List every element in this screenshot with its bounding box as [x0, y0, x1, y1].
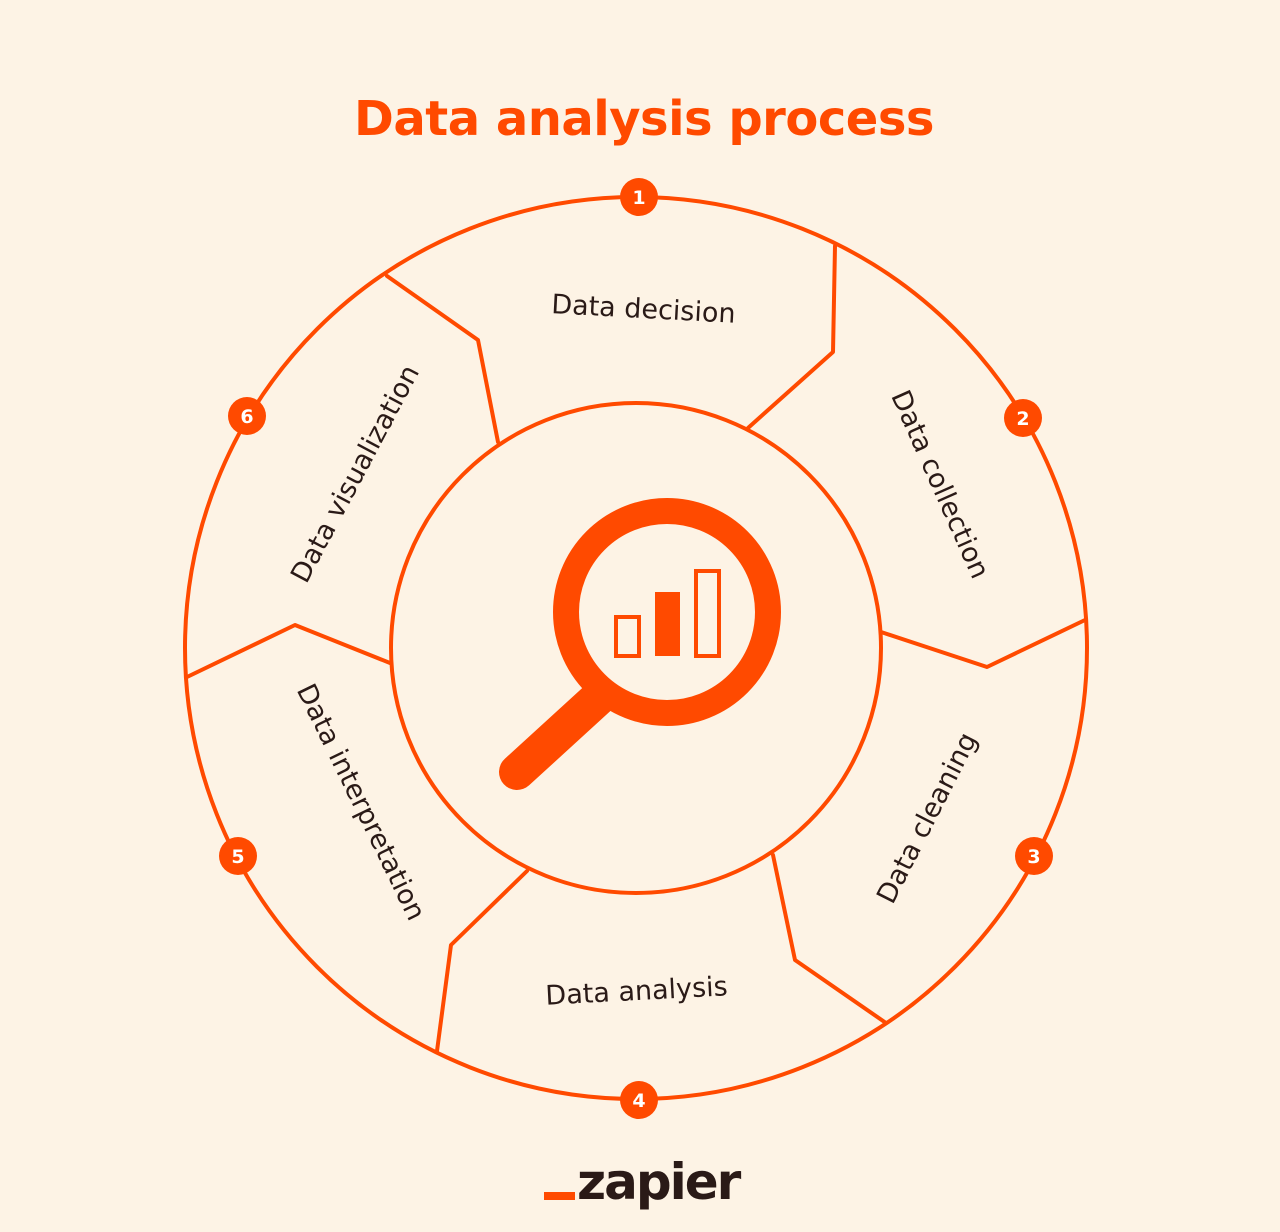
step-3-label: Data cleaning	[871, 728, 984, 909]
divider-6-1	[385, 274, 500, 444]
step-badge-1: 1	[620, 178, 658, 216]
svg-text:3: 3	[1027, 846, 1040, 868]
step-badge-5: 5	[219, 837, 257, 875]
zapier-logo: zapier	[544, 1153, 744, 1211]
step-4-label: Data analysis	[545, 971, 729, 1012]
outer-ring	[183, 195, 1089, 1101]
inner-ring	[389, 401, 883, 895]
step-badge-4: 4	[620, 1081, 658, 1119]
divider-1-2	[746, 244, 837, 430]
divider-3-4	[771, 853, 888, 1025]
step-5-label: Data interpretation	[290, 679, 431, 925]
step-1-label: Data decision	[551, 289, 737, 330]
page-title: Data analysis process	[354, 91, 934, 147]
svg-text:5: 5	[231, 846, 244, 868]
svg-text:1: 1	[632, 187, 645, 209]
step-badge-2: 2	[1004, 399, 1042, 437]
divider-5-6	[185, 623, 392, 679]
magnifying-glass-bar-chart-icon	[499, 498, 781, 790]
divider-2-3	[879, 618, 1087, 669]
divider-4-5	[435, 869, 529, 1053]
svg-text:6: 6	[240, 406, 253, 428]
step-badges: 1 2 3 4 5 6	[219, 178, 1053, 1119]
zapier-underscore-mark	[544, 1192, 575, 1200]
svg-text:4: 4	[632, 1090, 645, 1112]
svg-text:2: 2	[1016, 408, 1029, 430]
step-badge-3: 3	[1015, 837, 1053, 875]
process-wheel: Data decision Data collection Data clean…	[183, 178, 1089, 1119]
step-badge-6: 6	[228, 397, 266, 435]
step-2-label: Data collection	[884, 386, 995, 584]
segment-dividers	[185, 244, 1087, 1053]
zapier-wordmark: zapier	[577, 1153, 742, 1211]
step-6-label: Data visualization	[285, 360, 426, 588]
